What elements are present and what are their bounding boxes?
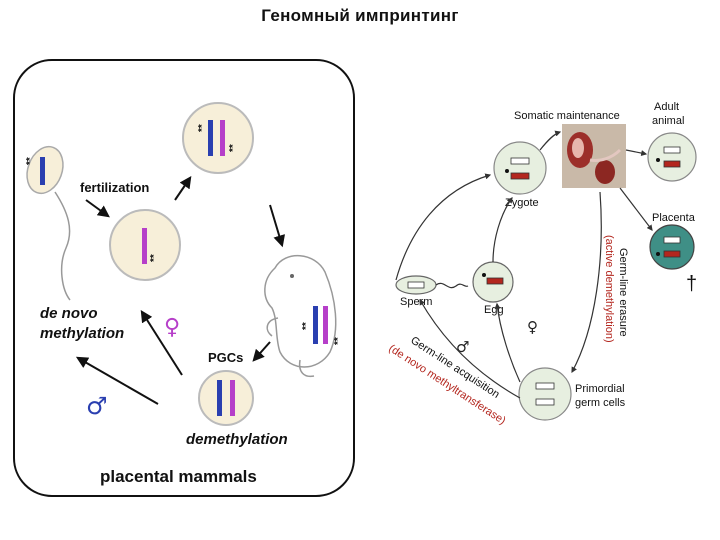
arrow-de-novo-female bbox=[140, 309, 183, 376]
placenta-cell bbox=[649, 224, 695, 270]
fetus-mark-paternal: ** bbox=[301, 322, 312, 330]
arrow-photo-to-pgc bbox=[571, 191, 602, 374]
label-pgcs: PGCs bbox=[208, 350, 243, 365]
fetus-mark-maternal: ** bbox=[333, 337, 344, 345]
male-symbol-left: ♂ bbox=[86, 392, 108, 420]
label-de-novo: de novo bbox=[40, 305, 98, 322]
primordial-germ-cell bbox=[518, 367, 572, 421]
female-symbol-right: ♀ bbox=[527, 318, 538, 336]
embryo-mark-maternal: ** bbox=[228, 144, 239, 152]
arrow-zygote-to-photo bbox=[539, 130, 562, 151]
male-symbol-right: ♂ bbox=[456, 338, 469, 356]
arrow-photo-to-adult bbox=[625, 149, 648, 157]
zygote-cell-right bbox=[493, 141, 547, 195]
arrow-to-embryo-cell bbox=[174, 176, 192, 201]
sperm-methylation-mark: ** bbox=[25, 157, 36, 165]
zygote-methylation-mark: ** bbox=[149, 254, 160, 262]
pgc-chromosome-paternal bbox=[217, 380, 222, 416]
embryo-photo bbox=[562, 124, 626, 188]
female-symbol-left: ♀ bbox=[164, 315, 180, 340]
zygote-cell-left: ** bbox=[109, 209, 181, 281]
sperm-cell: ** bbox=[25, 145, 71, 301]
adult-cell bbox=[647, 132, 697, 182]
fetus-chromosome-maternal bbox=[323, 306, 328, 344]
arrow-pgc-to-egg bbox=[494, 302, 521, 383]
label-somatic-maintenance: Somatic maintenance bbox=[514, 110, 620, 122]
label-fertilization: fertilization bbox=[80, 180, 149, 195]
label-adult: Adult bbox=[654, 101, 679, 113]
pgc-cell bbox=[198, 370, 254, 426]
label-germline-erasure: Germ-line erasure bbox=[617, 248, 629, 337]
embryo-cell-top: ** ** bbox=[182, 102, 254, 174]
page-title: Геномный импринтинг bbox=[261, 6, 459, 25]
fetus-chromosome-paternal bbox=[313, 306, 318, 344]
sperm-chromosome-paternal bbox=[40, 157, 45, 185]
fetus-illustration: ** ** bbox=[264, 254, 344, 378]
pgc-chromosome-maternal bbox=[230, 380, 235, 416]
embryo-chromosome-maternal bbox=[220, 120, 225, 156]
label-active-demethylation: (active demethylation) bbox=[603, 235, 615, 343]
label-egg: Egg bbox=[484, 304, 504, 316]
label-sperm: Sperm bbox=[400, 296, 432, 308]
label-germ-cells: germ cells bbox=[575, 397, 626, 409]
arrow-pgc-to-sperm bbox=[419, 298, 521, 399]
arrow-de-novo-male bbox=[75, 356, 159, 405]
label-placenta: Placenta bbox=[652, 212, 696, 224]
label-primordial: Primordial bbox=[575, 383, 625, 395]
left-panel-frame bbox=[13, 59, 355, 497]
arrow-fertilization bbox=[85, 199, 110, 218]
dagger-symbol: † bbox=[686, 273, 697, 295]
label-zygote: Zygote bbox=[505, 197, 539, 209]
arrow-to-fetus bbox=[269, 204, 285, 248]
arrow-to-pgcs bbox=[252, 341, 271, 362]
zygote-chromosome-maternal bbox=[142, 228, 147, 264]
label-animal: animal bbox=[652, 115, 684, 127]
egg-cell bbox=[472, 261, 514, 303]
label-demethylation: demethylation bbox=[186, 431, 288, 448]
embryo-chromosome-paternal bbox=[208, 120, 213, 156]
arrow-sperm-to-zygote bbox=[395, 173, 492, 281]
sperm-cell-right bbox=[395, 275, 469, 295]
embryo-mark-paternal: ** bbox=[197, 124, 208, 132]
label-methylation: methylation bbox=[40, 325, 124, 342]
label-placental-mammals: placental mammals bbox=[100, 467, 257, 486]
arrow-photo-to-placenta bbox=[619, 187, 653, 231]
arrow-egg-to-zygote bbox=[492, 197, 513, 263]
